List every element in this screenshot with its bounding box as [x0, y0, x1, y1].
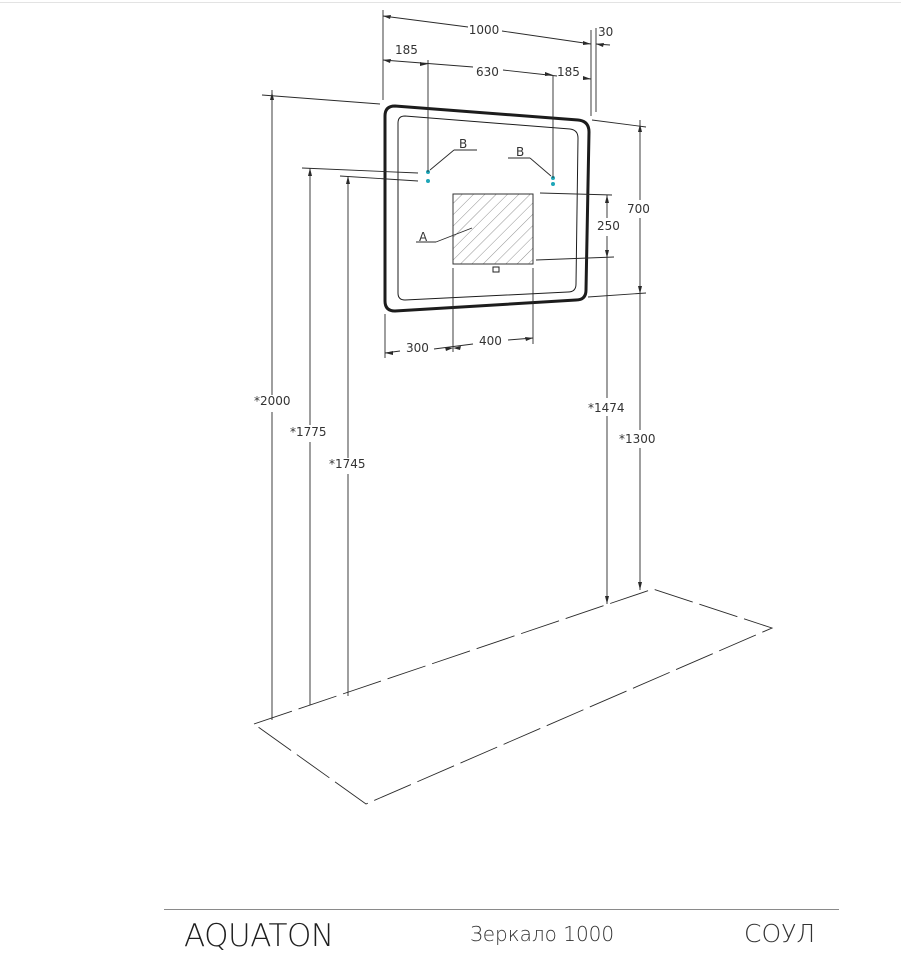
dimension-lines: [261, 10, 647, 720]
series-name: СОУЛ: [744, 919, 816, 948]
mirror: [383, 104, 591, 313]
label-height: 700: [627, 202, 650, 216]
callout-sensor-left: B: [459, 137, 467, 151]
floor-plane: [253, 588, 774, 805]
sensor-right-lower: [551, 182, 555, 186]
sensor-left-lower: [426, 179, 430, 183]
label-sensor-left-offset: 185: [395, 43, 418, 57]
callout-labels: B B A: [419, 137, 524, 244]
label-total-width: 1000: [469, 23, 500, 37]
brand-logo: AQUATON: [184, 918, 334, 954]
dimension-arrows: [270, 15, 642, 604]
technical-drawing: 1000 30 185 630 185 700 250 300 400 *200…: [253, 10, 774, 805]
label-height-sensor-bottom: *1745: [329, 457, 366, 471]
display-screen: [452, 193, 534, 273]
label-height-mirror-bottom: *1300: [619, 432, 656, 446]
callout-sensor-right: B: [516, 145, 524, 159]
label-sensor-right-offset: 185: [557, 65, 580, 79]
label-sensor-spacing: 630: [476, 65, 499, 79]
label-display-width: 400: [479, 334, 502, 348]
sensors: [426, 170, 555, 186]
label-height-display-bottom: *1474: [588, 401, 625, 415]
label-display-left-offset: 300: [406, 341, 429, 355]
touch-button-icon: [492, 266, 500, 273]
product-name: Зеркало 1000: [470, 922, 615, 946]
top-rule: [0, 2, 901, 3]
dimension-labels: 1000 30 185 630 185 700 250 300 400 *200…: [254, 23, 656, 471]
callout-display: A: [419, 230, 428, 244]
label-height-top: *2000: [254, 394, 291, 408]
label-height-sensor-top: *1775: [290, 425, 327, 439]
label-depth: 30: [598, 25, 613, 39]
title-block: AQUATON Зеркало 1000 СОУЛ: [164, 909, 839, 954]
label-display-height: 250: [597, 219, 620, 233]
